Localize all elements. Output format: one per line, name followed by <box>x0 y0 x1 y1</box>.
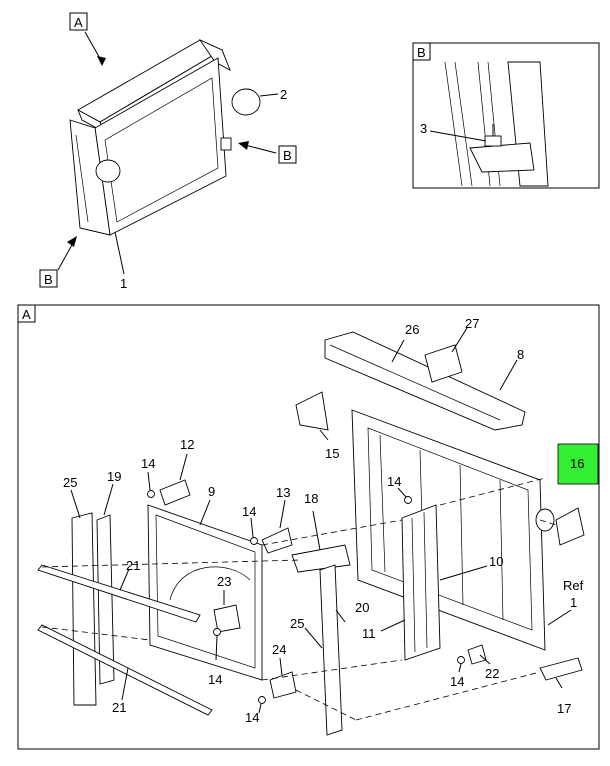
callout-16: 16 <box>570 456 584 471</box>
view-tag-b-arrow: B <box>283 148 292 163</box>
callout-14-lower-left: 14 <box>245 710 259 725</box>
callout-19: 19 <box>107 469 121 484</box>
callout-23: 23 <box>217 574 231 589</box>
callout-20: 20 <box>355 600 369 615</box>
callout-3: 3 <box>420 121 427 136</box>
view-tag-a-top: A <box>74 15 83 30</box>
callout-1: 1 <box>120 276 127 291</box>
callout-14-mid-left: 14 <box>208 672 222 687</box>
callout-22: 22 <box>485 666 499 681</box>
callout-12: 12 <box>180 437 194 452</box>
callout-14-core: 14 <box>387 474 401 489</box>
callout-16-highlight <box>557 443 599 485</box>
callout-13: 13 <box>276 485 290 500</box>
callout-10: 10 <box>489 554 503 569</box>
callout-24: 24 <box>272 642 286 657</box>
callout-11: 11 <box>362 626 376 641</box>
callout-1-main: 1 <box>570 595 577 610</box>
overview-view: A 2 B 1 B <box>39 12 297 291</box>
view-tag-a-main: A <box>22 307 31 322</box>
view-tag-b-left: B <box>44 272 53 287</box>
callout-9: 9 <box>208 484 215 499</box>
callout-8: 8 <box>517 347 524 362</box>
callout-21-lower: 21 <box>112 700 126 715</box>
callout-21-upper: 21 <box>126 558 140 573</box>
callout-25-left: 25 <box>63 475 77 490</box>
detail-b-view: B 3 <box>412 42 600 189</box>
callout-25-right: 25 <box>290 616 304 631</box>
callout-18: 18 <box>304 491 318 506</box>
callout-ref: Ref <box>563 578 584 593</box>
view-tag-b-detail: B <box>417 45 426 60</box>
exploded-view-a: A 26 27 8 15 Ref 1 16 10 <box>17 304 600 750</box>
callout-14-lower-center: 14 <box>450 674 464 689</box>
callout-14-upper-left: 14 <box>141 456 155 471</box>
callout-2: 2 <box>280 87 287 102</box>
callout-26: 26 <box>405 322 419 337</box>
callout-17: 17 <box>557 701 571 716</box>
callout-27: 27 <box>465 316 479 331</box>
callout-14-upper-mid: 14 <box>242 504 256 519</box>
callout-15: 15 <box>325 446 339 461</box>
